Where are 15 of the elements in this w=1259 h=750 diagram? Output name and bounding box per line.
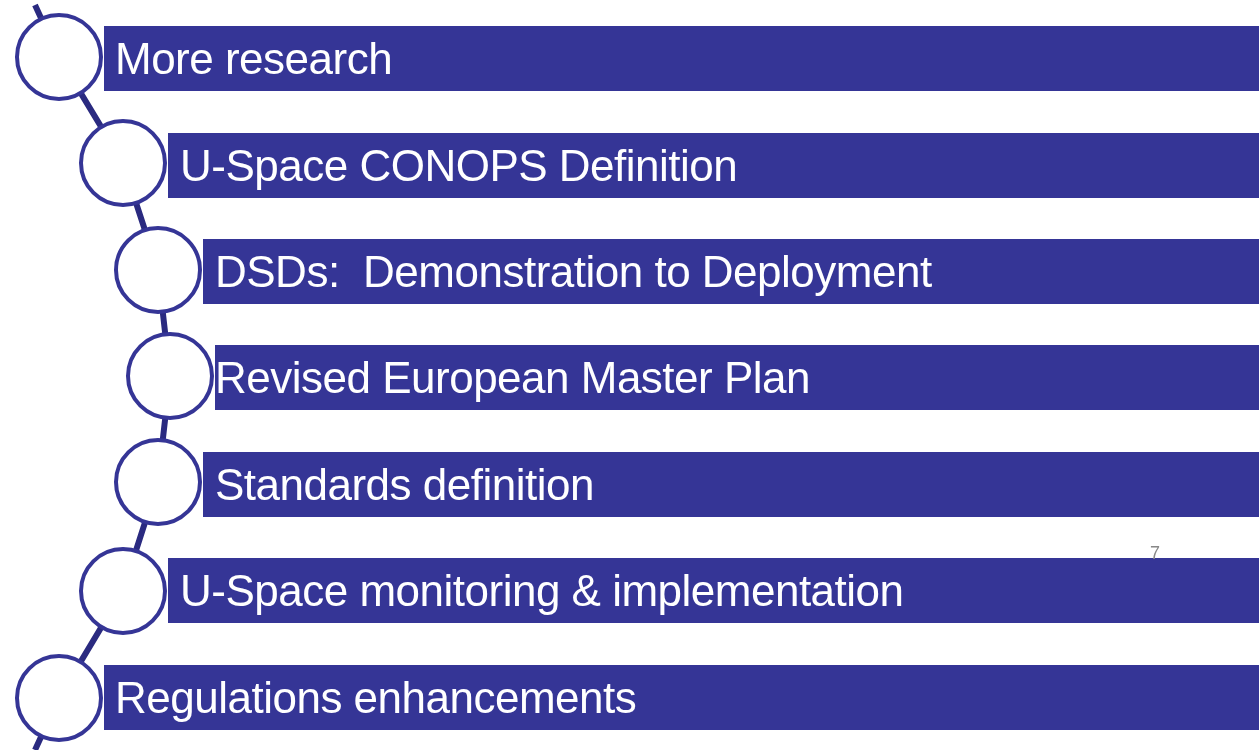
banner-text: Regulations enhancements [115,675,637,720]
banner-text: More research [115,36,393,81]
banner-bar [203,452,1259,517]
banner-bar [104,26,1259,91]
banner-text: Revised European Master Plan [215,355,810,400]
banner-text: U-Space CONOPS Definition [180,143,738,188]
banner-text: U-Space monitoring & implementation [180,568,904,613]
banner-bar [215,345,1259,410]
banner-bar [203,239,1259,304]
banner-text: DSDs: Demonstration to Deployment [215,249,932,294]
page-number: 7 [1150,544,1160,562]
banner-text: Standards definition [215,462,594,507]
banner-bar [168,558,1259,623]
banner-bar [104,665,1259,730]
banner-bar [168,133,1259,198]
